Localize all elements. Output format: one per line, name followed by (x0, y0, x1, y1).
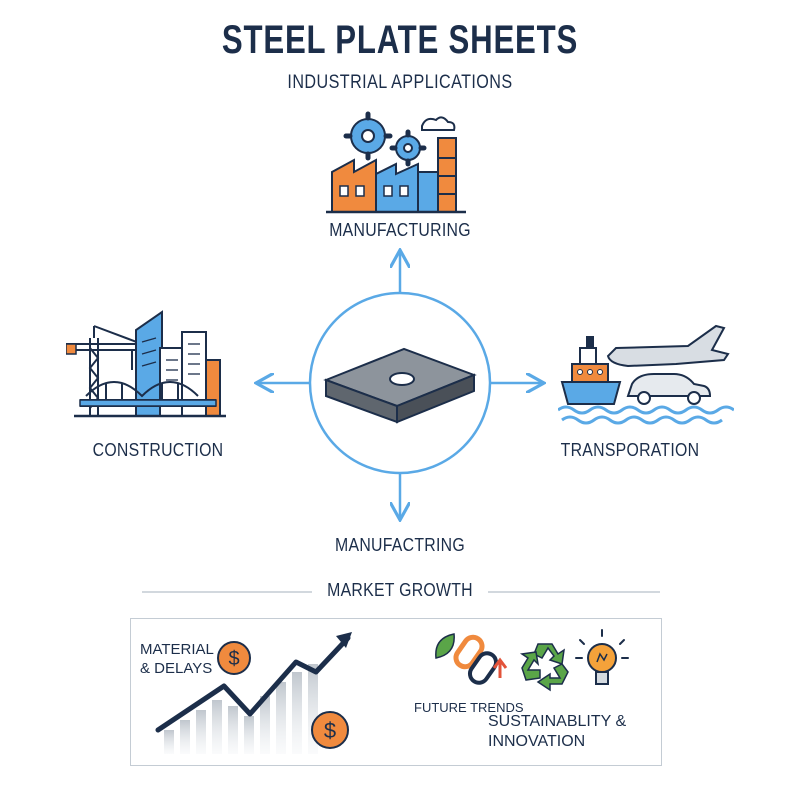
ship-car-plane-icon (558, 324, 734, 425)
node-label-manufacturing: MANUFACTURING (329, 220, 471, 240)
market-divider (142, 591, 660, 593)
steel-plate-icon (323, 347, 477, 424)
node-label-transportation: TRANSPORATION (560, 440, 700, 460)
node-label-construction: CONSTRUCTION (92, 440, 224, 460)
chain-link-leaf-icon (435, 633, 508, 685)
growth-chart-icon: $ $ (155, 632, 352, 754)
svg-text:$: $ (324, 718, 336, 743)
svg-text:$: $ (228, 648, 239, 670)
city-crane-bridge-icon (66, 310, 226, 418)
market-panel (130, 618, 662, 766)
page-subtitle: INDUSTRIAL APPLICATIONS (287, 72, 513, 93)
node-label-manufactring: MANUFACTRING (335, 535, 465, 555)
page-title: STEEL PLATE SHEETS (221, 18, 579, 62)
market-growth-heading: MARKET GROWTH (327, 580, 473, 600)
lightbulb-icon (575, 629, 629, 685)
factory-gears-icon (326, 111, 466, 214)
sustainability-icons (435, 629, 629, 692)
dollar-coin-icon: $ (217, 641, 251, 675)
material-delays-text: MATERIAL & DELAYS (140, 641, 214, 677)
recycle-icon (519, 643, 569, 692)
sustainability-text: SUSTAINABLITY & INNOVATION (488, 713, 627, 750)
future-trends-text: FUTURE TRENDS (414, 700, 524, 715)
